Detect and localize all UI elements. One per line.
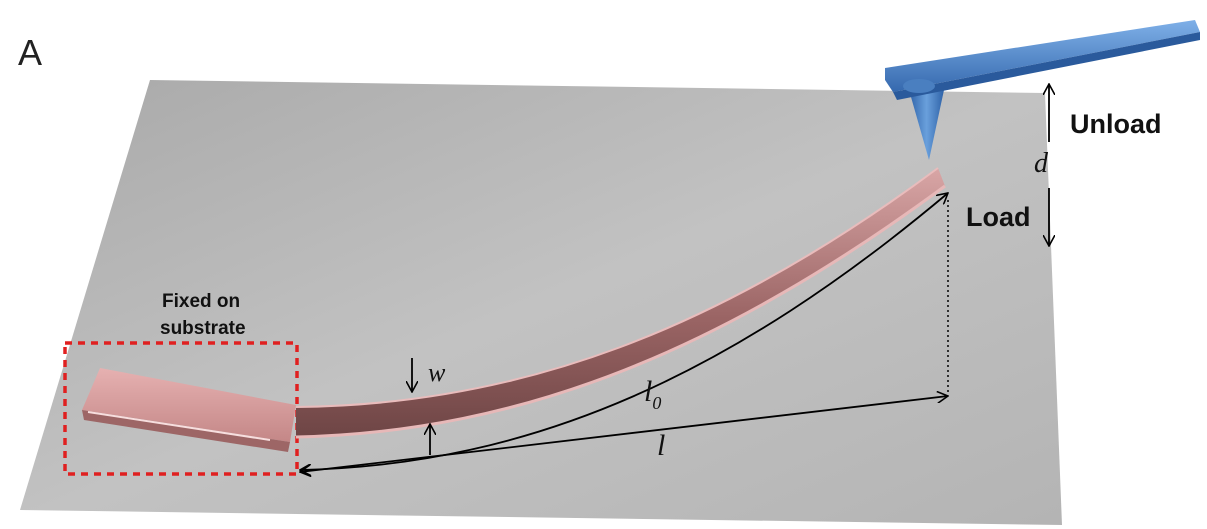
afm-tip [885,20,1200,160]
arc-length-label: l0 [644,375,661,413]
chord-length-arrow [300,396,948,472]
chord-length-label: l [657,429,665,462]
arc-length-base: l [644,375,652,408]
fixed-label-line1: Fixed on [162,291,240,312]
deflection-label: d [1034,148,1049,179]
fixed-pad [82,368,296,452]
load-label: Load [966,202,1031,232]
arc-length-subscript: 0 [652,393,661,413]
width-label: w [428,358,446,387]
unload-label: Unload [1070,109,1162,139]
fixed-label-line2: substrate [160,318,246,339]
panel-label: A [18,32,42,73]
